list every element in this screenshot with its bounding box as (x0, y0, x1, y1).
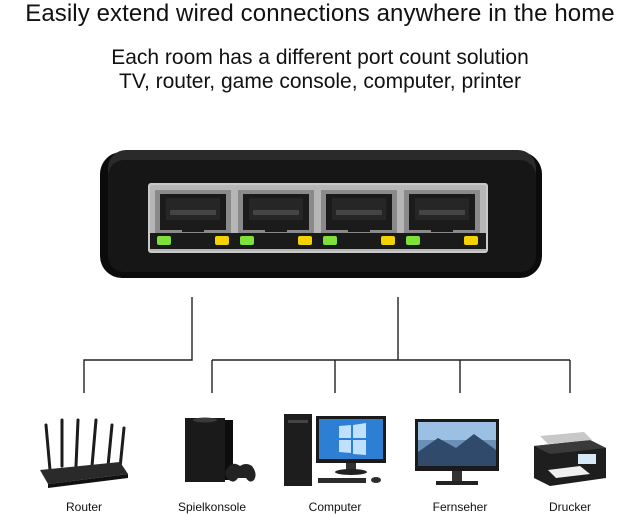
printer-icon (534, 432, 606, 486)
device-label-router: Router (65, 500, 103, 514)
ethernet-port-4 (404, 190, 480, 236)
device-label-tv: Fernseher (432, 500, 488, 514)
router-icon (40, 418, 128, 488)
monitor-icon (415, 419, 499, 485)
ethernet-port-1 (155, 190, 231, 236)
device-label-printer: Drucker (548, 500, 591, 514)
game-console-icon (185, 417, 256, 482)
subheadline-line-1: Each room has a different port count sol… (111, 46, 529, 69)
network-switch (100, 150, 542, 278)
ethernet-port-3 (321, 190, 397, 236)
status-leds (157, 236, 478, 245)
headline: Easily extend wired connections anywhere… (25, 0, 615, 27)
desktop-computer-icon (284, 414, 386, 486)
connection-lines (83, 297, 571, 393)
device-label-computer: Computer (308, 500, 362, 514)
ethernet-port-2 (238, 190, 314, 236)
subheadline-line-2: TV, router, game console, computer, prin… (119, 70, 521, 93)
device-label-game-console: Spielkonsole (177, 500, 247, 514)
